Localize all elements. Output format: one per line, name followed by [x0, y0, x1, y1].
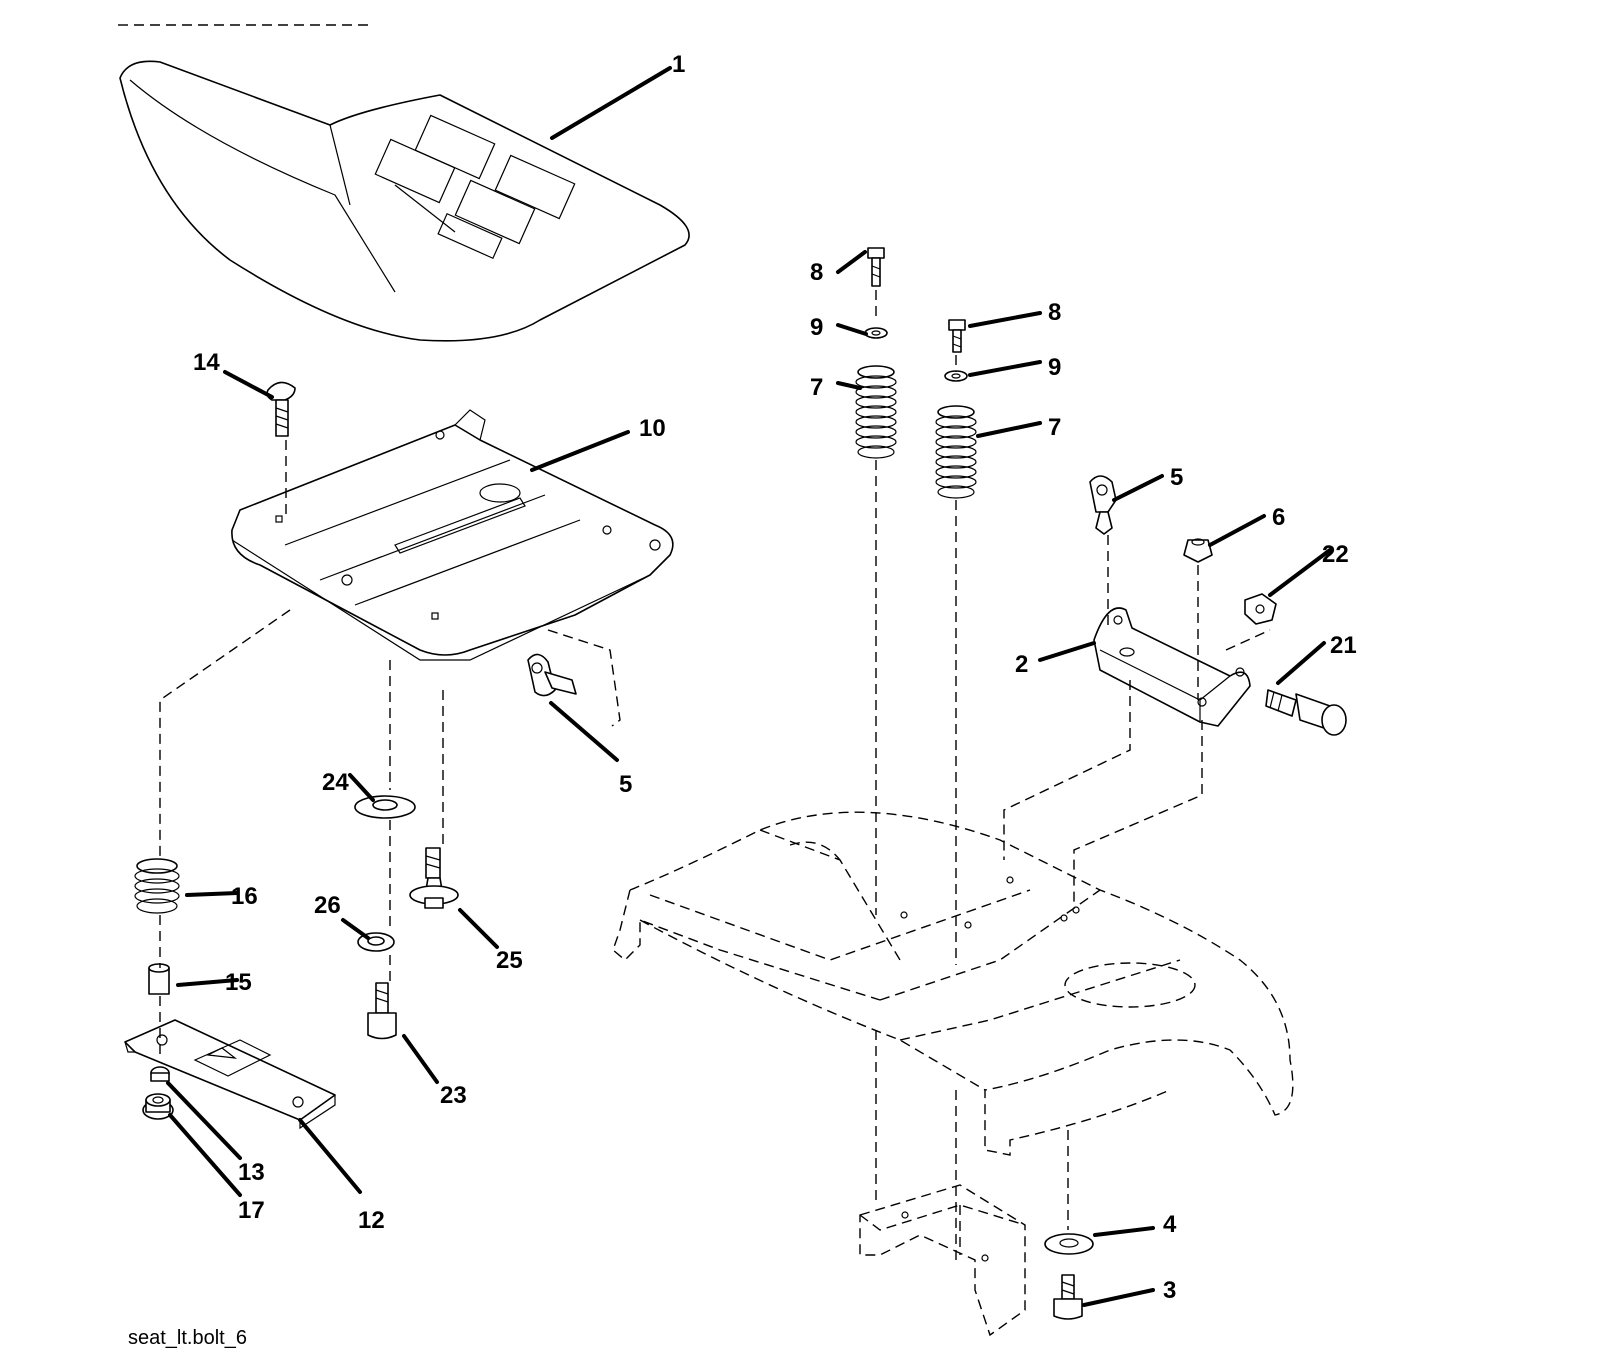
- seat-pan-part-10: [231, 409, 674, 661]
- callout-13: 13: [238, 1159, 265, 1186]
- flange-nut-part-17: [142, 1093, 174, 1120]
- fender-frame: [612, 811, 1294, 1156]
- callout-1: 1: [672, 51, 685, 78]
- spring-part-7-left: [855, 365, 897, 459]
- clip-part-5-left: [527, 653, 577, 697]
- carriage-bolt-part-14: [266, 381, 296, 437]
- nut-part-22: [1244, 593, 1277, 625]
- callout-5-right: 5: [1170, 464, 1183, 491]
- washer-part-4: [1044, 1233, 1094, 1255]
- callout-9-left: 9: [810, 314, 823, 341]
- callout-17: 17: [238, 1197, 265, 1224]
- callout-25: 25: [496, 947, 523, 974]
- nut-part-6: [1183, 538, 1213, 563]
- callout-26: 26: [314, 892, 341, 919]
- callout-15: 15: [225, 969, 252, 996]
- callout-8-right: 8: [1048, 299, 1061, 326]
- callout-23: 23: [440, 1082, 467, 1109]
- spring-part-16: [134, 858, 180, 914]
- bolt-part-8-left: [867, 247, 885, 287]
- spring-part-7-right: [935, 405, 977, 499]
- shoulder-bolt-part-21: [1265, 689, 1347, 736]
- lower-mount-bracket: [859, 1184, 1026, 1337]
- washer-part-9-right: [944, 370, 968, 382]
- clip-part-5-right: [1089, 475, 1117, 535]
- spacer-part-15: [148, 963, 170, 995]
- callout-22: 22: [1322, 541, 1349, 568]
- diagram-caption: seat_lt.bolt_6: [128, 1327, 247, 1349]
- callout-6: 6: [1272, 504, 1285, 531]
- callout-7-right: 7: [1048, 414, 1061, 441]
- callout-7-left: 7: [810, 374, 823, 401]
- callout-21: 21: [1330, 632, 1357, 659]
- callout-9-right: 9: [1048, 354, 1061, 381]
- bolt-part-23: [367, 982, 397, 1040]
- nut-part-13: [150, 1066, 170, 1082]
- callout-labels: 1 14 10 5 24 16 26 25 15 23 13 17 12 8 8…: [193, 51, 1357, 1304]
- washer-part-9-left: [864, 327, 888, 339]
- callout-14: 14: [193, 349, 220, 376]
- callout-8-left: 8: [810, 259, 823, 286]
- callout-5-left: 5: [619, 771, 632, 798]
- bracket-part-2: [1093, 607, 1251, 727]
- callout-2: 2: [1015, 651, 1028, 678]
- bolt-part-3: [1053, 1274, 1083, 1320]
- callout-24: 24: [322, 769, 349, 796]
- shoulder-bolt-part-25: [409, 847, 459, 909]
- adjuster-bracket-part-12: [124, 1019, 336, 1130]
- bolt-part-8-right: [948, 319, 966, 353]
- leader-lines: [166, 66, 1332, 1307]
- assembly-lines: [159, 290, 1271, 1265]
- callout-16: 16: [231, 883, 258, 910]
- seat-part-1: [119, 60, 690, 342]
- callout-10: 10: [639, 415, 666, 442]
- callout-3: 3: [1163, 1277, 1176, 1304]
- callout-4: 4: [1163, 1211, 1177, 1238]
- washer-part-24: [354, 795, 416, 819]
- callout-12: 12: [358, 1207, 385, 1234]
